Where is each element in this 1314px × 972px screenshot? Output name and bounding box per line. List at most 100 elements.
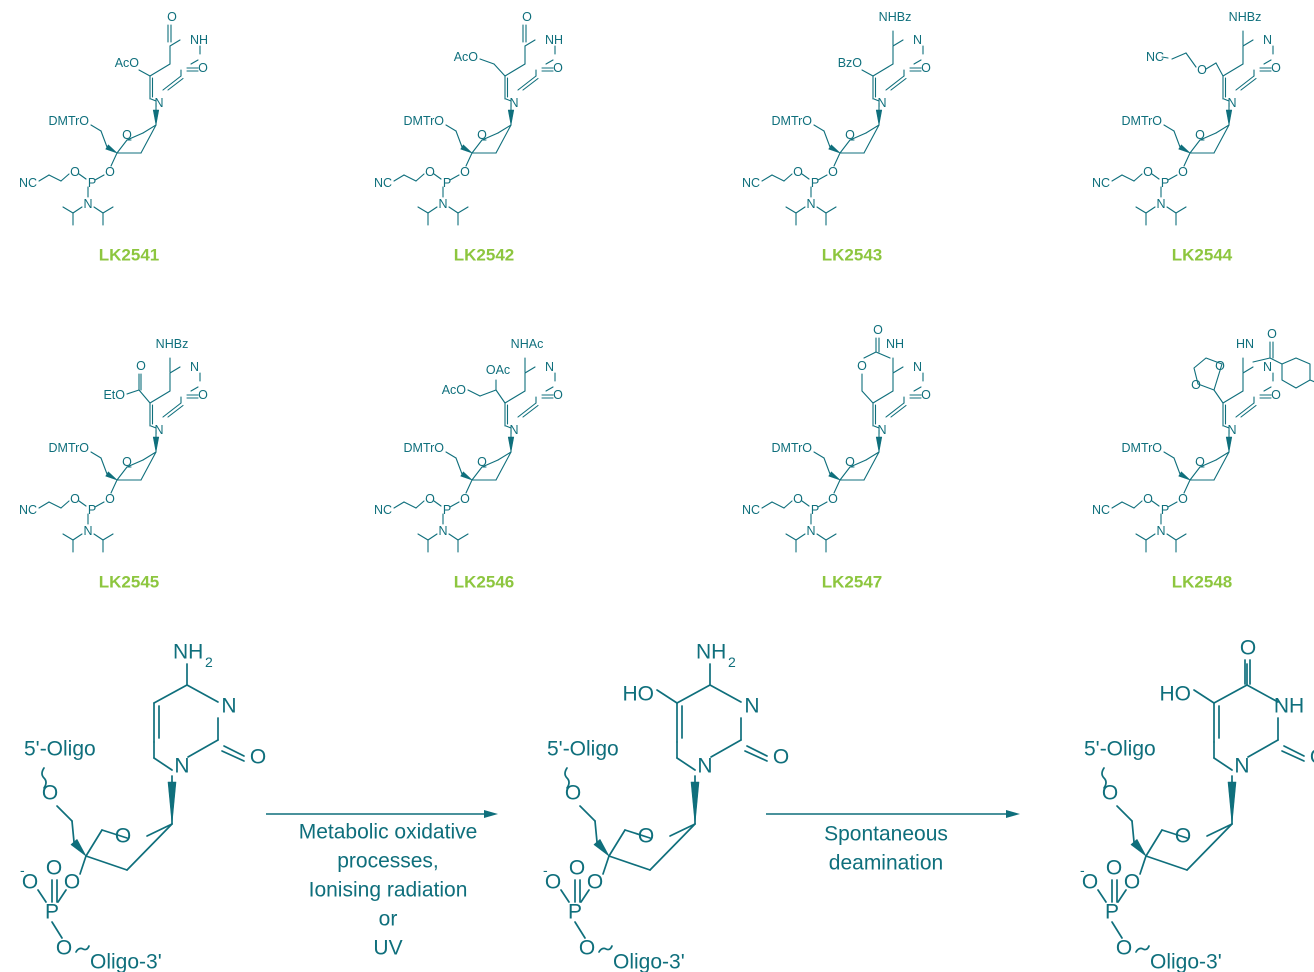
atom-c4-amino: NHBz [1229, 10, 1262, 24]
bond [1173, 130, 1181, 148]
bond [102, 206, 114, 214]
bond [1131, 820, 1135, 843]
bond [574, 921, 586, 939]
bond [1133, 173, 1143, 182]
stereo-wedge-bond [875, 109, 883, 126]
atom-c2-oxo: O [1310, 746, 1314, 769]
label-nitrile: NC [19, 503, 37, 517]
bond [146, 823, 173, 837]
bond [1189, 139, 1201, 154]
atom-o5: O [42, 782, 58, 805]
atom-o-ester: O [1116, 937, 1132, 960]
bond [140, 451, 157, 481]
atom-o5: O [1102, 782, 1118, 805]
bond [102, 533, 114, 541]
bond [94, 174, 105, 181]
bond [1121, 501, 1135, 509]
bond [771, 501, 785, 509]
bond [493, 63, 506, 77]
bond [153, 684, 188, 704]
bond [833, 152, 841, 167]
bond [1235, 402, 1255, 418]
atom-n1: N [877, 96, 886, 110]
bond [48, 174, 62, 182]
label-nitrile: NC [1092, 503, 1110, 517]
label-dmtr-o: DMTrO [49, 441, 90, 455]
bond [624, 829, 651, 839]
bond [448, 533, 459, 541]
bond [1206, 823, 1233, 837]
atom-amine-n: N [1156, 197, 1165, 211]
bond [90, 451, 102, 459]
bond [865, 451, 880, 461]
bond [72, 206, 83, 214]
atom-o-minus: O [1082, 871, 1098, 894]
bond [560, 889, 570, 903]
stereo-wedge-bond [828, 144, 841, 154]
compound-lk2548: NONHNOOOOMeODMTrOOPNONCLK2548 [1092, 327, 1314, 592]
atom-o3: O [105, 492, 115, 506]
bond [495, 124, 512, 154]
bond [167, 77, 184, 91]
bond [62, 206, 74, 214]
bond [1111, 921, 1123, 939]
bond [393, 174, 405, 182]
bond [1175, 533, 1187, 541]
label-dmtr-o: DMTrO [772, 441, 813, 455]
bond [162, 75, 182, 91]
bond [1215, 62, 1224, 77]
atom-phosphorus: P [811, 503, 819, 517]
atom-n1: N [877, 423, 886, 437]
bond [1213, 124, 1230, 154]
bond [913, 386, 922, 392]
bond [1309, 379, 1314, 383]
atom-o3: O [828, 165, 838, 179]
bond [545, 386, 554, 392]
atom-phosphorus: P [1161, 503, 1169, 517]
bond-chain [1193, 357, 1223, 391]
bond [504, 390, 526, 404]
bond [162, 402, 182, 418]
bond [1185, 52, 1197, 68]
bond [37, 889, 47, 903]
atom-phosphorus: P [443, 503, 451, 517]
stereo-wedge-bond [828, 471, 841, 481]
atom-amine-n: N [83, 197, 92, 211]
atom-o3: O [460, 492, 470, 506]
label-benzoyloxy: BzO [838, 56, 863, 70]
atom-amino-n: NH [696, 641, 726, 664]
bond [1283, 745, 1305, 757]
atom-ring-o: O [122, 455, 132, 469]
atom-o3: O [1178, 165, 1188, 179]
wavy-bond [41, 767, 47, 789]
bond [100, 130, 108, 148]
bond [142, 124, 157, 134]
bond [1121, 174, 1135, 182]
amino-subscript: 2 [205, 654, 213, 670]
compound-code: LK2544 [1172, 246, 1233, 265]
bond [863, 351, 877, 359]
bond [1151, 500, 1160, 507]
bond [580, 889, 590, 903]
bond [795, 206, 806, 214]
atom-phosphoryl-o: O [46, 857, 62, 880]
bond [801, 173, 810, 180]
bond [126, 389, 140, 395]
bond [150, 425, 157, 429]
label-dmtr-o: DMTrO [404, 114, 445, 128]
atom-ring-o: O [638, 825, 654, 848]
bond [1246, 684, 1279, 703]
bond [479, 58, 495, 65]
stereo-wedge-bond [105, 144, 118, 154]
bond [116, 139, 128, 154]
atom-ring-o: O [477, 455, 487, 469]
atom-c2-oxo: O [1271, 388, 1281, 402]
atom-o3: O [587, 871, 603, 894]
bond [839, 139, 851, 154]
bond [785, 206, 797, 214]
bond [1263, 59, 1272, 65]
atom-phosphorus: P [1105, 901, 1119, 924]
label-dmtr-o: DMTrO [1122, 441, 1163, 455]
atom-c2-oxo: O [921, 61, 931, 75]
bond [101, 829, 128, 839]
